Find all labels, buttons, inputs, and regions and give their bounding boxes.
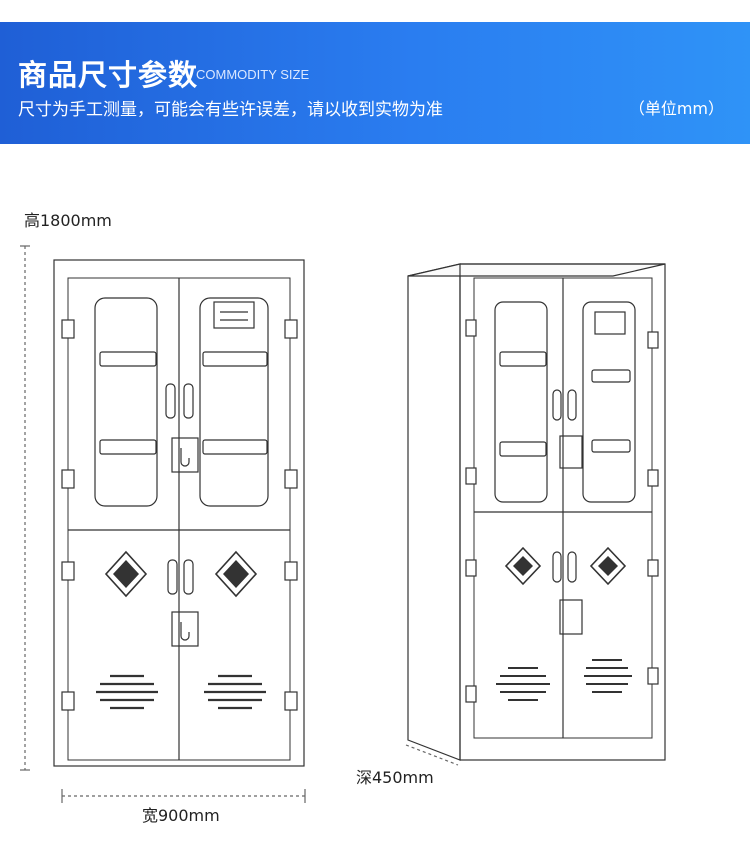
hinges	[61, 319, 298, 711]
hazard-sign-left	[104, 550, 148, 598]
handle	[167, 559, 178, 595]
front-view-cabinet	[20, 245, 306, 803]
width-label: 宽900mm	[142, 806, 220, 825]
unit-label: （单位mm）	[628, 99, 724, 118]
right-glass-window	[199, 297, 269, 507]
perspective-view-cabinet	[405, 263, 666, 766]
lock	[171, 437, 199, 473]
handle	[165, 383, 176, 419]
handle	[183, 383, 194, 419]
page-title: 商品尺寸参数	[18, 58, 199, 92]
vent-left	[96, 674, 158, 710]
front-face	[459, 263, 666, 761]
shelf	[202, 439, 268, 455]
shelf	[99, 439, 157, 455]
shelf	[99, 351, 157, 367]
shelf	[202, 351, 268, 367]
front-body	[53, 259, 305, 767]
vent-right	[204, 674, 266, 710]
lock	[171, 611, 199, 647]
measurement-note: 尺寸为手工测量，可能会有些许误差，请以收到实物为准	[18, 100, 443, 120]
side-panel	[407, 263, 461, 761]
hazard-sign-right	[214, 550, 258, 598]
depth-label: 深450mm	[356, 768, 434, 787]
left-glass-window	[94, 297, 158, 507]
handle	[183, 559, 194, 595]
depth-dimension-line	[405, 744, 459, 766]
page-subtitle: COMMODITY SIZE	[196, 67, 310, 82]
header-banner: 商品尺寸参数 COMMODITY SIZE 尺寸为手工测量，可能会有些许误差，请…	[0, 22, 750, 144]
label-plate	[213, 301, 255, 329]
height-label: 高1800mm	[24, 211, 112, 230]
